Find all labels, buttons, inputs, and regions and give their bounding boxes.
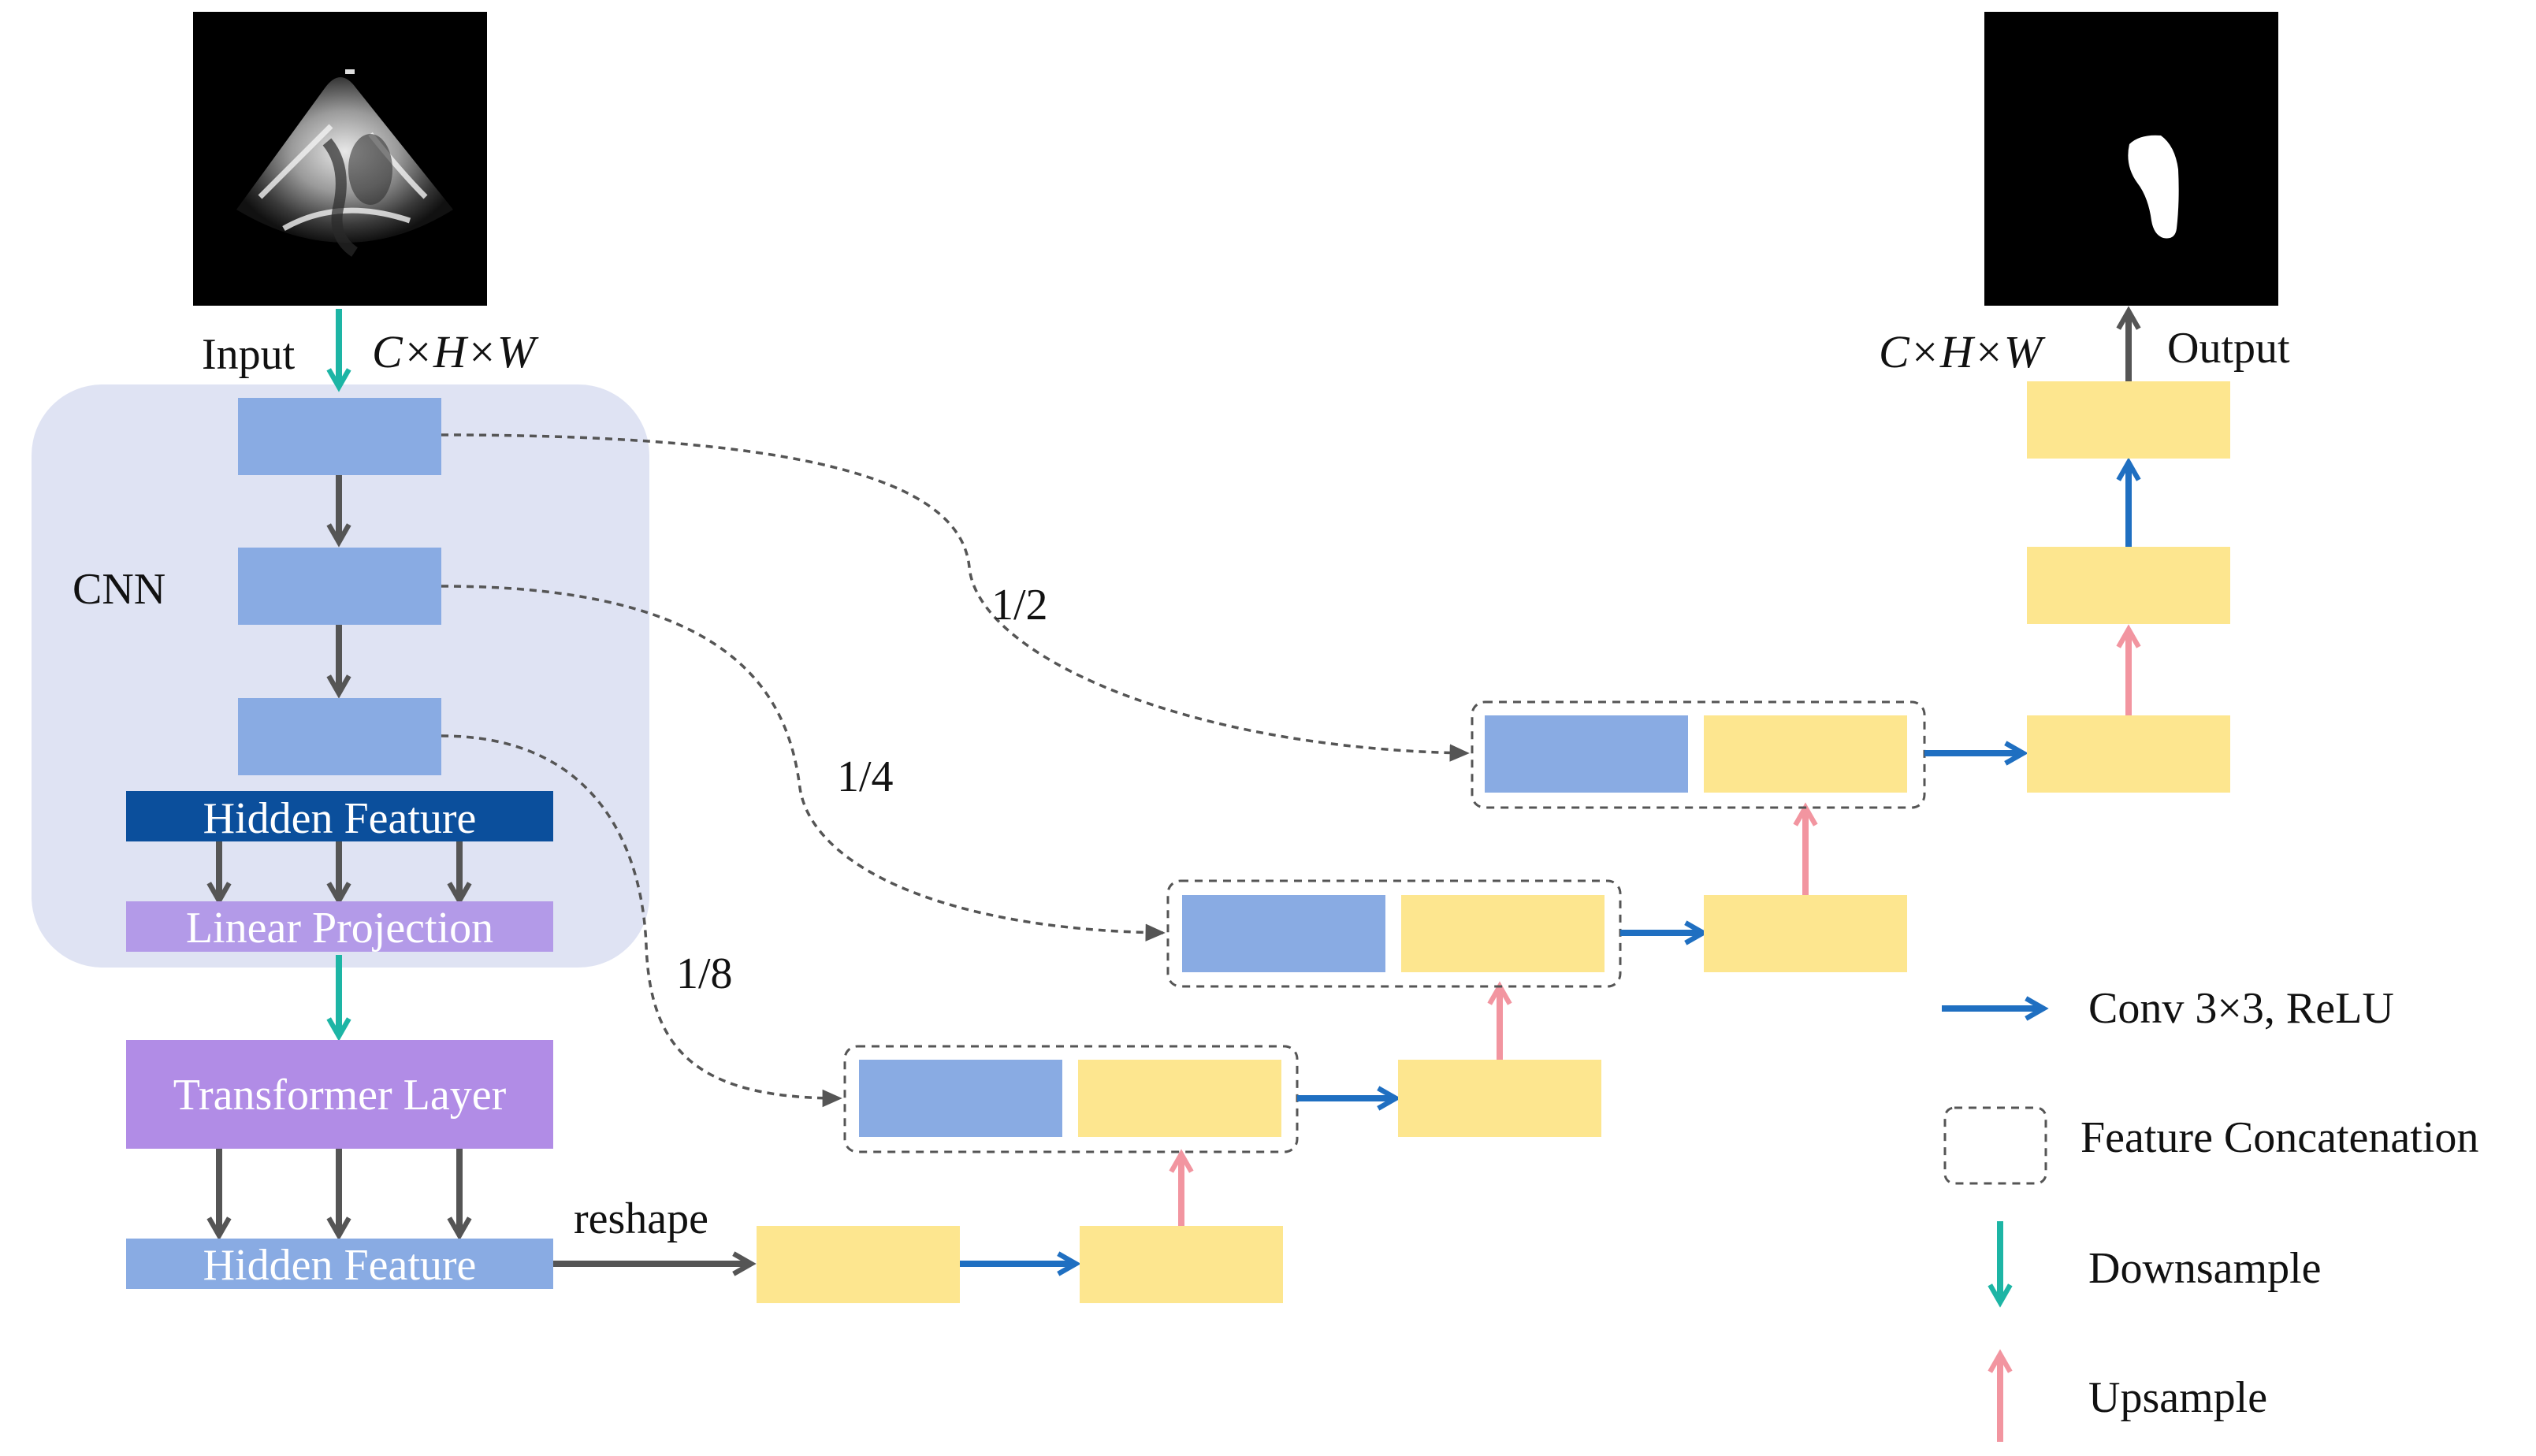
transformer-layer-box	[126, 1040, 553, 1149]
decoder-block-final-2	[2027, 381, 2230, 459]
input-image	[193, 12, 487, 306]
skip-feature-1-2	[1485, 715, 1688, 793]
legend-concat-label: Feature Concatenation	[2080, 1113, 2478, 1162]
reshape-label: reshape	[574, 1194, 708, 1243]
skip-feature-1-8	[859, 1060, 1062, 1137]
upsampled-feature-1-4	[1401, 895, 1605, 972]
linear-projection-label: Linear Projection	[186, 904, 493, 953]
output-label: Output	[2167, 324, 2290, 373]
legend-concat-box	[1943, 1106, 2047, 1185]
upsampled-feature-1-2	[1704, 715, 1907, 793]
hidden-feature-bottom-label: Hidden Feature	[203, 1241, 477, 1290]
decoder-block-stage3-out	[2027, 715, 2230, 793]
skip-connection-1-8	[441, 734, 842, 1108]
legend: Conv 3×3, ReLU Feature Concatenation Dow…	[1942, 984, 2478, 1442]
encoder-block-1	[238, 398, 441, 475]
decoder-block-final-1	[2027, 547, 2230, 624]
linear-projection-bar	[126, 901, 553, 952]
hidden-feature-top-label: Hidden Feature	[203, 794, 477, 843]
legend-conv-label: Conv 3×3, ReLU	[2088, 984, 2394, 1033]
encoder-block-2	[238, 548, 441, 625]
skip-label-1-2: 1/2	[991, 581, 1048, 630]
cnn-label: CNN	[73, 565, 165, 614]
legend-downsample-label: Downsample	[2088, 1244, 2322, 1293]
transformer-layer-label: Transformer Layer	[173, 1071, 507, 1120]
input-dims-label: C×H×W	[372, 326, 539, 377]
decoder-block-stage1-in	[1080, 1226, 1283, 1303]
skip-connection-1-2	[441, 433, 1470, 762]
output-dims-label: C×H×W	[1879, 326, 2046, 377]
skip-feature-1-4	[1182, 895, 1385, 972]
upsampled-feature-1-8	[1078, 1060, 1281, 1137]
output-image	[1984, 12, 2278, 306]
skip-label-1-4: 1/4	[837, 752, 894, 801]
hidden-feature-bottom	[126, 1239, 553, 1289]
decoder-block-stage2-out	[1704, 895, 1907, 972]
encoder-block-3	[238, 698, 441, 775]
decoder-block-stage1-out	[1398, 1060, 1601, 1137]
legend-upsample-label: Upsample	[2088, 1373, 2267, 1422]
skip-label-1-8: 1/8	[676, 949, 733, 998]
decoder-block-start	[757, 1226, 960, 1303]
hidden-feature-top	[126, 791, 553, 841]
skip-connection-1-4	[441, 585, 1166, 942]
input-label: Input	[202, 330, 296, 379]
